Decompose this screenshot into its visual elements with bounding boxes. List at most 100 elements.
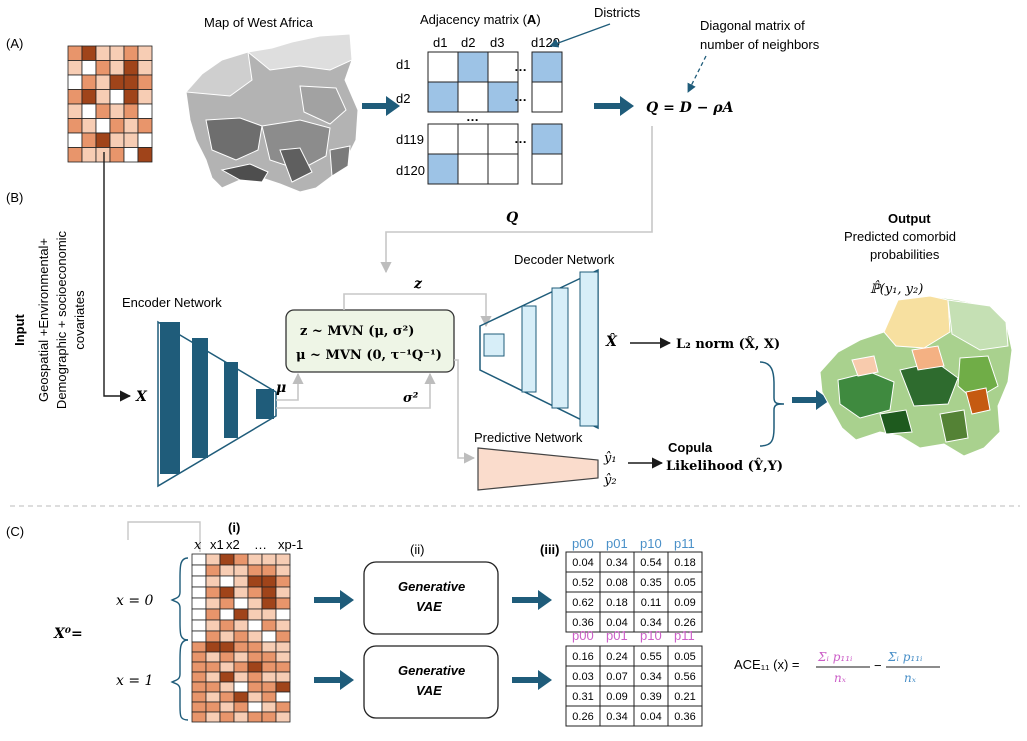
matrix-x0-cell [233, 586, 249, 599]
prob-header-top: p00 [572, 536, 594, 551]
input-matrix-cell [67, 74, 83, 90]
matrix-x0-cell [205, 586, 221, 599]
prob-top-value: 0.26 [674, 617, 695, 629]
prob-header-bottom: p00 [572, 628, 594, 643]
step-ii-label: (ii) [410, 542, 424, 557]
prob-top-value: 0.05 [674, 577, 695, 589]
matrix-x1-cell [275, 641, 291, 653]
prob-top-value: 0.54 [640, 557, 661, 569]
input-matrix-cell [137, 74, 153, 90]
districts-label: Districts [594, 5, 641, 20]
prob-bottom-value: 0.04 [640, 711, 661, 723]
matrix-x1-cell [233, 641, 249, 653]
vae-bottom-line2: VAE [416, 683, 442, 698]
matrix-x1-cell [247, 651, 263, 663]
col-header-ellipsis: … [254, 537, 267, 552]
input-matrix-cell [109, 60, 125, 76]
matrix-x0-cell [191, 630, 207, 643]
input-matrix-cell [137, 103, 153, 119]
x1-to-vae-arrow [314, 670, 354, 690]
matrix-x1-cell [191, 641, 207, 653]
matrix-x0-cell [219, 619, 235, 632]
matrix-x0-cell [275, 630, 291, 643]
matrix-x1-cell [247, 711, 263, 723]
diagonal-label-line1: Diagonal matrix of [700, 18, 805, 33]
matrix-x0-cell [261, 619, 277, 632]
matrix-x0-cell [191, 564, 207, 577]
brace-x1 [170, 639, 189, 721]
adjacency-col-d120: d120 [531, 35, 560, 50]
input-data-matrix [67, 45, 153, 163]
prob-header-bottom: p01 [606, 628, 628, 643]
matrix-x0-cell [233, 608, 249, 621]
prob-top-value: 0.36 [572, 617, 593, 629]
y2-label: ŷ₂ [603, 473, 617, 488]
x-column-connector [127, 521, 201, 552]
encoder-to-mvn-mu [276, 372, 304, 401]
input-matrix-cell [109, 45, 125, 61]
adjacency-title: Adjacency matrix (A) [420, 12, 541, 27]
panel-a-label: (A) [6, 36, 23, 51]
prob-bottom-value: 0.09 [606, 691, 627, 703]
matrix-x0-cell [261, 553, 277, 566]
matrix-x0-cell [219, 553, 235, 566]
matrix-x1-cell [219, 651, 235, 663]
prob-bottom-value: 0.03 [572, 671, 593, 683]
input-matrix-cell [123, 60, 139, 76]
input-matrix-cell [81, 45, 97, 61]
adjacency-row-d1: d1 [396, 57, 410, 72]
map-to-adjacency-arrow [362, 96, 400, 116]
adjacency-col-d1: d1 [433, 35, 447, 50]
matrix-x1-cell [233, 651, 249, 663]
matrix-x0-cell [247, 586, 263, 599]
l2-norm-label: L₂ norm (X̂, X) [676, 336, 780, 352]
matrix-x1-cell [205, 641, 221, 653]
matrix-x1-cell [191, 661, 207, 673]
encoder-to-mvn-sigma [276, 372, 436, 409]
input-matrix-cell [67, 132, 83, 148]
matrix-x1-cell [233, 691, 249, 703]
prob-bottom-cell [667, 705, 703, 727]
matrix-x0-cell [261, 630, 277, 643]
matrix-x1-cell [205, 661, 221, 673]
prob-top-cell [667, 611, 703, 633]
matrix-x0-cell [261, 564, 277, 577]
prob-top-value: 0.09 [674, 597, 695, 609]
prob-top-value: 0.11 [641, 597, 662, 609]
matrix-x1-cell [261, 671, 277, 683]
prob-bottom-value: 0.21 [674, 691, 695, 703]
matrix-x0-cell [219, 630, 235, 643]
matrix-x1-cell [275, 681, 291, 693]
x1-label: x = 1 [116, 673, 153, 689]
matrix-x0-cell [275, 597, 291, 610]
adjacency-matrix [427, 51, 563, 185]
matrix-x1-cell [275, 661, 291, 673]
matrix-x1-cell [261, 651, 277, 663]
prob-top-value: 0.18 [606, 597, 627, 609]
matrix-x1-cell [261, 641, 277, 653]
matrix-x1-cell [205, 711, 221, 723]
x0-to-vae-arrow [314, 590, 354, 610]
matrix-x0-cell [205, 575, 221, 588]
input-matrix-cell [137, 89, 153, 105]
matrix-x1-cell [219, 671, 235, 683]
xhat-label: X̂ [605, 332, 618, 350]
diagonal-label-line2: number of neighbors [700, 37, 820, 52]
matrix-x0-cell [275, 608, 291, 621]
input-matrix-cell [81, 89, 97, 105]
vae-top-to-table-arrow [512, 590, 552, 610]
matrix-x0-cell [219, 564, 235, 577]
matrix-x0-cell [205, 553, 221, 566]
adjacency-row-d120: d120 [396, 163, 425, 178]
input-matrix-cell [67, 60, 83, 76]
matrix-x0-cell [261, 586, 277, 599]
matrix-x0-cell [275, 575, 291, 588]
sigma-label: σ² [403, 391, 419, 406]
prob-bottom-value: 0.55 [640, 651, 661, 663]
matrix-x1-cell [247, 701, 263, 713]
covariates-line1: Geospatial +Environmental+ [36, 238, 51, 402]
west-africa-map-output [819, 295, 1013, 457]
prob-top-value: 0.34 [640, 617, 661, 629]
